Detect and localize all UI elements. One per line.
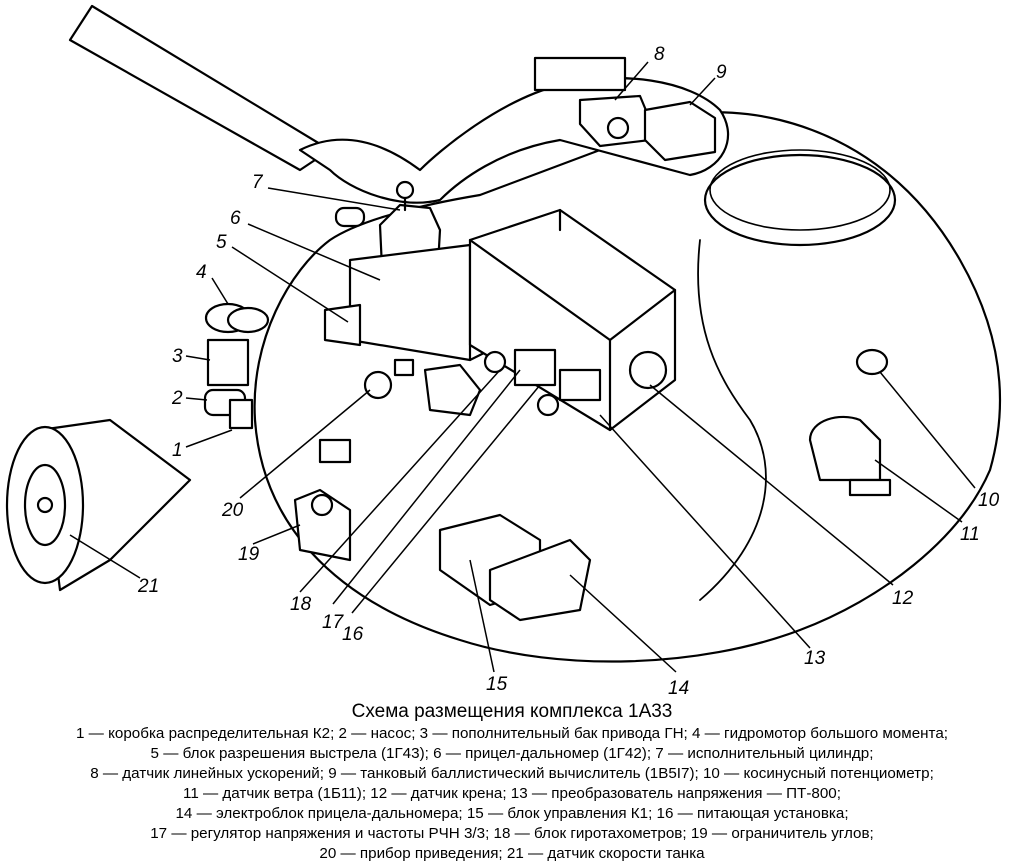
callout-1: 1 [172, 440, 183, 461]
leader-20 [239, 389, 371, 499]
callout-18: 18 [290, 594, 312, 615]
unit-9-ballistic-computer [643, 100, 717, 162]
callout-13: 13 [804, 648, 826, 669]
leader-17 [332, 369, 521, 605]
callout-21: 21 [137, 576, 159, 597]
leader-8 [614, 61, 649, 101]
leader-5 [231, 246, 349, 323]
leader-6 [247, 223, 381, 281]
legend-line-6: 17 — регулятор напряжения и частоты РЧН … [150, 825, 874, 842]
leader-21 [69, 534, 141, 579]
unit-18-knob [536, 393, 560, 417]
small-cylinder [334, 206, 366, 228]
unit-21-speed-sensor [5, 425, 85, 585]
leader-15 [469, 559, 495, 673]
leader-9 [689, 77, 716, 106]
leader-11 [874, 459, 963, 523]
leader-13 [599, 414, 811, 649]
leader-3 [185, 355, 211, 361]
traverse-gear [423, 363, 482, 417]
leader-1 [185, 429, 233, 448]
unit-19-knob [310, 493, 334, 517]
unit-21-center [36, 496, 54, 514]
callout-11: 11 [960, 524, 980, 545]
unit-4-cap [226, 306, 270, 334]
legend-line-5: 14 — электроблок прицела-дальномера; 15 … [175, 805, 849, 822]
top-box [533, 56, 627, 92]
unit-18-gyro-block [483, 350, 507, 374]
callout-12: 12 [892, 588, 914, 609]
unit-20-base [393, 358, 415, 377]
unit-19-angle-limiter [293, 488, 352, 562]
legend-line-1: 1 — коробка распределительная К2; 2 — на… [76, 725, 948, 742]
callout-15: 15 [486, 674, 508, 695]
commander-hatch [703, 153, 897, 247]
unit-1-junction-box [228, 398, 254, 430]
unit-5-fire-permit-block [323, 303, 362, 347]
unit-17-voltage-regulator [558, 368, 602, 402]
unit-11-base [848, 478, 892, 497]
unit-16-power-supply [513, 348, 557, 387]
callout-17: 17 [322, 612, 345, 633]
legend-line-2: 5 — блок разрешения выстрела (1Г43); 6 —… [150, 745, 874, 762]
leader-19 [252, 524, 301, 545]
unit-8-knob [606, 116, 630, 140]
callout-3: 3 [172, 346, 183, 367]
legend-line-3: 8 — датчик линейных ускорений; 9 — танко… [90, 765, 934, 782]
callout-6: 6 [230, 208, 241, 229]
unit-11-wind-sensor [808, 415, 882, 482]
callout-19: 19 [238, 544, 260, 565]
unit-14-electroblock [488, 538, 592, 622]
unit-21-hub [23, 463, 67, 547]
legend-line-7: 20 — прибор приведения; 21 — датчик скор… [319, 845, 705, 862]
legend-line-4: 11 — датчик ветра (1Б11); 12 — датчик кр… [183, 785, 841, 802]
gun-barrel [68, 4, 332, 172]
leader-4 [211, 277, 229, 305]
callout-4: 4 [196, 262, 207, 283]
unit-20-alignment-device [363, 370, 393, 400]
small-block [318, 438, 352, 464]
callout-2: 2 [171, 388, 183, 409]
callout-20: 20 [221, 500, 244, 521]
unit-3-reservoir [206, 338, 250, 387]
leader-10 [879, 371, 976, 489]
leader-18 [299, 369, 501, 593]
callout-9: 9 [716, 62, 727, 83]
callout-16: 16 [342, 624, 364, 645]
callout-5: 5 [216, 232, 227, 253]
leader-14 [569, 574, 677, 673]
turret-layout-diagram: 1 2 3 4 5 6 7 8 9 10 11 12 13 14 15 16 1… [5, 4, 1002, 699]
callout-8: 8 [654, 44, 665, 65]
callout-7: 7 [252, 172, 264, 193]
hatch-rim [709, 149, 891, 231]
turret-inner-contour [697, 239, 767, 601]
unit-12-roll-sensor [628, 350, 668, 390]
leader-2 [185, 397, 208, 401]
callout-10: 10 [978, 490, 1000, 511]
callout-14: 14 [668, 678, 689, 699]
leader-12 [649, 384, 894, 586]
unit-10-cosine-pot [855, 348, 889, 376]
figure-caption: Схема размещения комплекса 1А33 1 — коро… [0, 700, 1024, 864]
figure-title: Схема размещения комплекса 1А33 [351, 701, 673, 722]
leader-7 [267, 187, 401, 211]
leader-16 [351, 384, 541, 614]
